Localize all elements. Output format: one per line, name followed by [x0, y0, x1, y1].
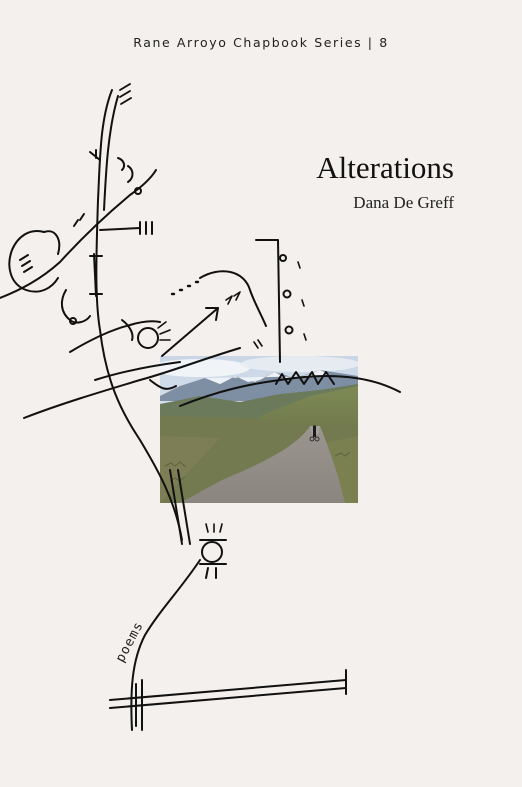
author-name: Dana De Greff [353, 193, 454, 212]
series-label: Rane Arroyo Chapbook Series | 8 [133, 35, 389, 50]
landscape-photo-image [160, 356, 358, 503]
book-title: Alterations [316, 150, 454, 185]
genre-label: poems [113, 619, 147, 666]
landscape-photo [160, 356, 358, 503]
